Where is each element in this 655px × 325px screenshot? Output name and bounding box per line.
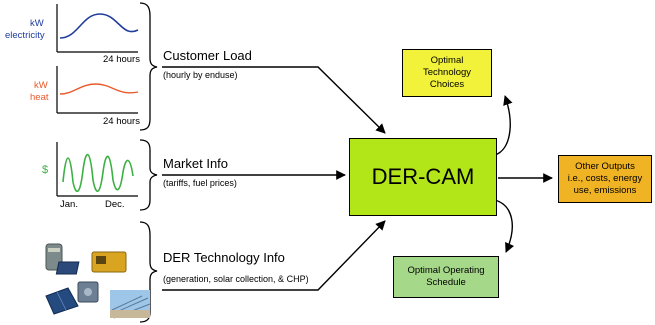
other-outputs-box: Other Outputs i.e., costs, energy use, e… bbox=[558, 155, 652, 203]
technology-choices-line-1: Optimal bbox=[430, 55, 464, 67]
der-technology-pictures bbox=[45, 243, 151, 319]
heat-ylabel-1: kW bbox=[34, 80, 48, 91]
other-outputs-line-2: i.e., costs, energy bbox=[567, 173, 643, 185]
heat-ylabel-2: heat bbox=[30, 92, 49, 103]
customer-load-title: Customer Load bbox=[163, 48, 252, 63]
arrow-to-technology-choices bbox=[494, 95, 513, 156]
brace-customer-load bbox=[139, 2, 158, 131]
other-outputs-line-1: Other Outputs bbox=[575, 161, 635, 173]
electricity-ylabel-2: electricity bbox=[5, 30, 45, 41]
technology-choices-line-2: Technology bbox=[422, 67, 472, 79]
market-curve bbox=[62, 153, 134, 193]
arrow-der-tech bbox=[162, 220, 386, 291]
arrow-customer-load bbox=[162, 66, 386, 134]
other-outputs-line-3: use, emissions bbox=[573, 184, 637, 196]
market-graph bbox=[56, 142, 138, 197]
market-xlabel-start: Jan. bbox=[60, 199, 78, 210]
technology-choices-box: Optimal Technology Choices bbox=[402, 49, 492, 97]
operating-schedule-line-2: Schedule bbox=[426, 277, 466, 288]
market-info-title: Market Info bbox=[163, 156, 229, 171]
der-cam-title: DER-CAM bbox=[371, 164, 475, 189]
der-technology-images bbox=[42, 238, 154, 320]
market-info-subtitle: (tariffs, fuel prices) bbox=[163, 178, 237, 188]
heat-graph bbox=[56, 66, 139, 114]
electricity-curve bbox=[59, 13, 139, 39]
arrow-to-operating-schedule bbox=[494, 199, 515, 253]
electricity-graph bbox=[56, 4, 139, 53]
operating-schedule-box: Optimal Operating Schedule bbox=[393, 256, 499, 298]
heat-curve bbox=[59, 83, 139, 95]
technology-choices-line-3: Choices bbox=[429, 78, 465, 90]
electricity-xlabel: 24 hours bbox=[103, 54, 140, 65]
der-tech-subtitle: (generation, solar collection, & CHP) bbox=[163, 274, 309, 284]
heat-xlabel: 24 hours bbox=[103, 116, 140, 127]
market-xlabel-end: Dec. bbox=[105, 199, 125, 210]
der-cam-box: DER-CAM bbox=[349, 138, 497, 216]
operating-schedule-line-1: Optimal Operating bbox=[407, 265, 485, 277]
der-tech-title: DER Technology Info bbox=[163, 250, 285, 265]
customer-load-subtitle: (hourly by enduse) bbox=[163, 70, 238, 80]
electricity-ylabel-1: kW bbox=[30, 18, 44, 29]
market-ylabel: $ bbox=[42, 164, 49, 176]
brace-market-info bbox=[139, 139, 158, 211]
